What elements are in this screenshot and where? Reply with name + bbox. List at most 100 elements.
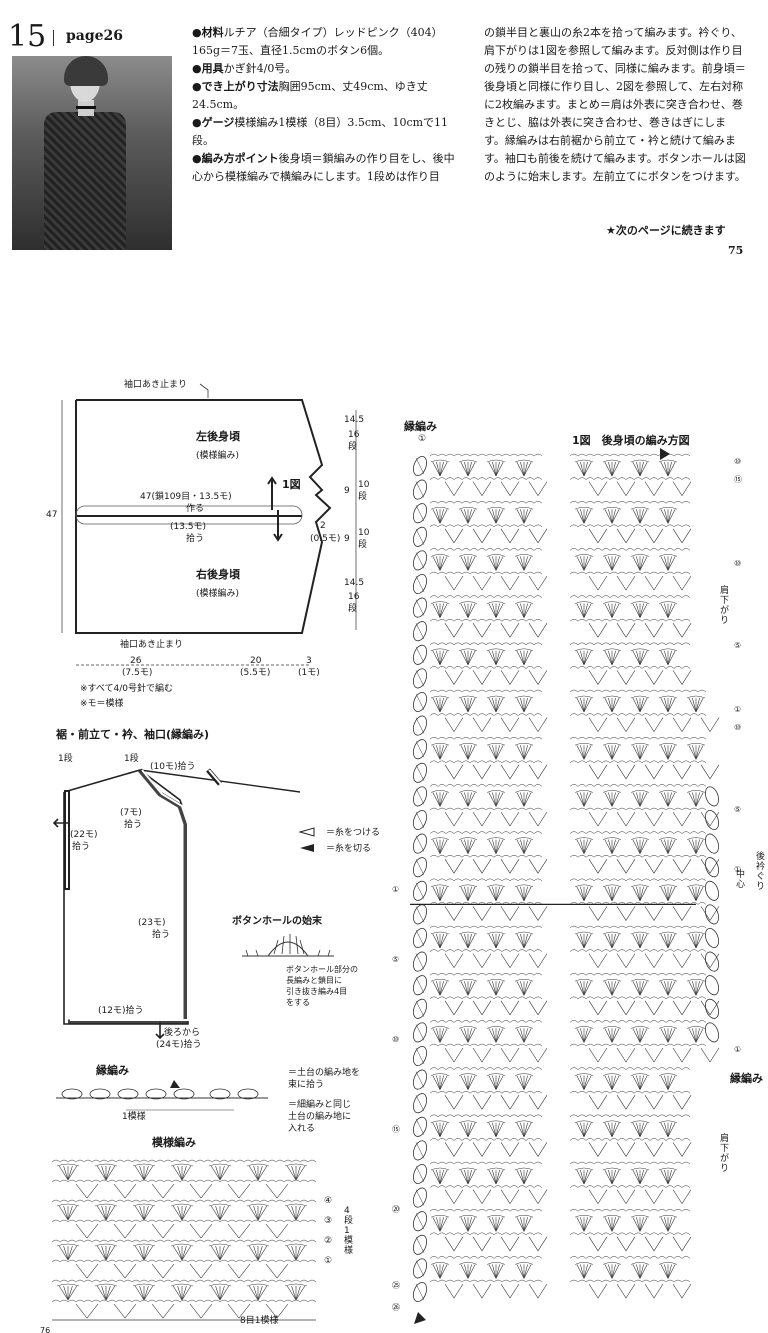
continued-note: ★次のページに続きます [606, 224, 726, 237]
edge-legend-1a: ＝土台の編み地を [288, 1068, 361, 1078]
left-back-pattern: (模様編み) [196, 451, 240, 461]
cuff-stop-bottom-label: 袖口あき止まり [120, 640, 184, 650]
pattern-stitch-chart [51, 1159, 317, 1321]
edge-legend-2b: 土台の編み地に [288, 1112, 352, 1122]
chart-left-mark: ⑤ [392, 955, 399, 964]
chart-edge-right-label: 縁編み [730, 1072, 763, 1085]
chart-right-mark: ⑤ [734, 805, 741, 814]
dim-14-5-b: 14.5 [344, 578, 365, 588]
pick-label-2: 拾う [186, 534, 205, 544]
legend-cut-label: ＝糸を切る [326, 844, 372, 854]
dim-2: 2 [320, 521, 326, 531]
dim-0-5: (0.5モ) [310, 534, 341, 544]
buttonhole-text-1: ボタンホール部分の [286, 965, 358, 974]
edge-legend-1b: 束に拾う [288, 1080, 325, 1090]
height-47: 47 [46, 510, 58, 520]
edge-unit-label: 1模様 [122, 1112, 146, 1122]
note-mo: ※モ＝模様 [80, 699, 124, 709]
chart-left-mark: ㉖ [392, 1303, 400, 1312]
shoulder-label-1: 肩下がり [720, 586, 730, 626]
back-neck-label: 後衿ぐり [756, 852, 766, 892]
from-back-label: 後ろから [164, 1028, 201, 1038]
dim-dan-b: 段 [358, 492, 368, 502]
materials-text: ルチア（合細タイプ）レッドピンク（404）165g＝7玉、直径1.5cmのボタン… [192, 26, 443, 57]
dim-10-b: 10 [358, 528, 370, 538]
figure1-ref: 1図 [282, 478, 301, 491]
buttonhole-text-3: 引き抜き編み4目 [286, 987, 348, 996]
legend-attach-label: ＝糸をつける [326, 828, 381, 838]
dim-14-5-a: 14.5 [344, 415, 365, 425]
size-text: 胸囲95cm、丈49cm、ゆき丈24.5cm。 [192, 80, 428, 111]
edge-legend-2a: ＝細編みと同じ [288, 1100, 352, 1110]
m7-pick-label: 拾う [124, 820, 143, 830]
chart-right-mark: ① [734, 865, 741, 874]
note-needle: ※すべて4/0号針で編む [80, 684, 174, 694]
edge-section-title: 裾・前立て・衿、袖口(縁編み) [56, 728, 210, 741]
instructions-column-1: ●材料ルチア（合細タイプ）レッドピンク（404）165g＝7玉、直径1.5cmの… [192, 24, 458, 186]
width-3: 3 [306, 656, 312, 666]
pattern-bottom-label: 8目1模様 [240, 1316, 279, 1326]
width-7-5: (7.5モ) [122, 668, 153, 678]
width-26: 26 [130, 656, 142, 666]
cuff-stop-top-label: 袖口あき止まり [124, 380, 188, 390]
header-divider [53, 30, 54, 46]
row-1-label-b: 1段 [124, 754, 139, 764]
m22-pick-label: 拾う [72, 842, 91, 852]
legend-arrows [298, 827, 315, 852]
chart-right-mark: ⑩ [734, 559, 741, 568]
buttonhole-text-4: をする [286, 998, 310, 1007]
right-back-pattern: (模様編み) [196, 589, 240, 599]
size-label: ●でき上がり寸法 [192, 80, 279, 93]
dim-16-a: 16 [348, 430, 360, 440]
dim-dan-d: 段 [348, 604, 358, 614]
article-number: 15 [8, 19, 47, 54]
dim-9-a: 9 [344, 486, 350, 496]
page-number-top: 75 [728, 244, 744, 257]
tools-text: かぎ針4/0号。 [223, 62, 297, 75]
chain-label: 47(鎖109目・13.5モ) [140, 492, 232, 502]
points-label: ●編み方ポイント [192, 152, 279, 165]
chart-right-mark: ① [734, 1045, 741, 1054]
gauge-text: 模様編み1模様（8目）3.5cm、10cmで11段。 [192, 116, 449, 147]
edge-stitch-sample [56, 1080, 268, 1111]
buttonhole-title: ボタンホールの始末 [232, 916, 322, 927]
pattern-title: 模様編み [152, 1136, 196, 1149]
m22-label: (22モ) [70, 830, 98, 840]
pattern-row-4: ④ [324, 1196, 333, 1206]
make-label: 作る [186, 504, 205, 514]
m12-label: (12モ)拾う [98, 1006, 144, 1016]
page-reference: page26 [66, 28, 124, 44]
buttonhole-text-2: 長編みと鎖目に [286, 976, 342, 985]
dim-10-a: 10 [358, 480, 370, 490]
right-back-label: 右後身頃 [196, 568, 240, 581]
dim-9-b: 9 [344, 534, 350, 544]
row-1-label-a: 1段 [58, 754, 73, 764]
center-label: 中心 [736, 870, 746, 890]
chart-right-mark: ⑮ [734, 475, 742, 484]
chart-left-mark: ⑩ [392, 1035, 399, 1044]
shoulder-label-2: 肩下がり [720, 1134, 730, 1174]
chart-right-mark: ⑩ [734, 457, 741, 466]
buttonhole-diagram [242, 934, 334, 957]
neck-pick-label: (10モ)拾う [150, 762, 196, 772]
m23-pick-label: 拾う [152, 930, 171, 940]
pattern-side-label: 4段1模様 [344, 1206, 354, 1256]
pattern-row-2: ② [324, 1236, 333, 1246]
m23-label: (23モ) [138, 918, 166, 928]
page-number-bottom: 76 [40, 1326, 51, 1333]
pattern-row-1: ① [324, 1256, 333, 1266]
width-5-5: (5.5モ) [240, 668, 271, 678]
chart-right-mark: ⑩ [734, 723, 741, 732]
dim-16-b: 16 [348, 592, 360, 602]
left-back-label: 左後身頃 [196, 430, 240, 443]
chart-edge-label: 縁編み [404, 420, 437, 433]
m7-label: (7モ) [120, 808, 142, 818]
front-body-schematic [52, 768, 300, 1040]
width-20: 20 [250, 656, 262, 666]
chart-title: 1図 後身頃の編み方図 [572, 434, 690, 447]
model-photo [12, 56, 172, 250]
edge-stitch-title: 縁編み [96, 1064, 129, 1077]
chart-left-mark: ⑮ [392, 1125, 400, 1134]
dim-dan-a: 段 [348, 442, 358, 452]
